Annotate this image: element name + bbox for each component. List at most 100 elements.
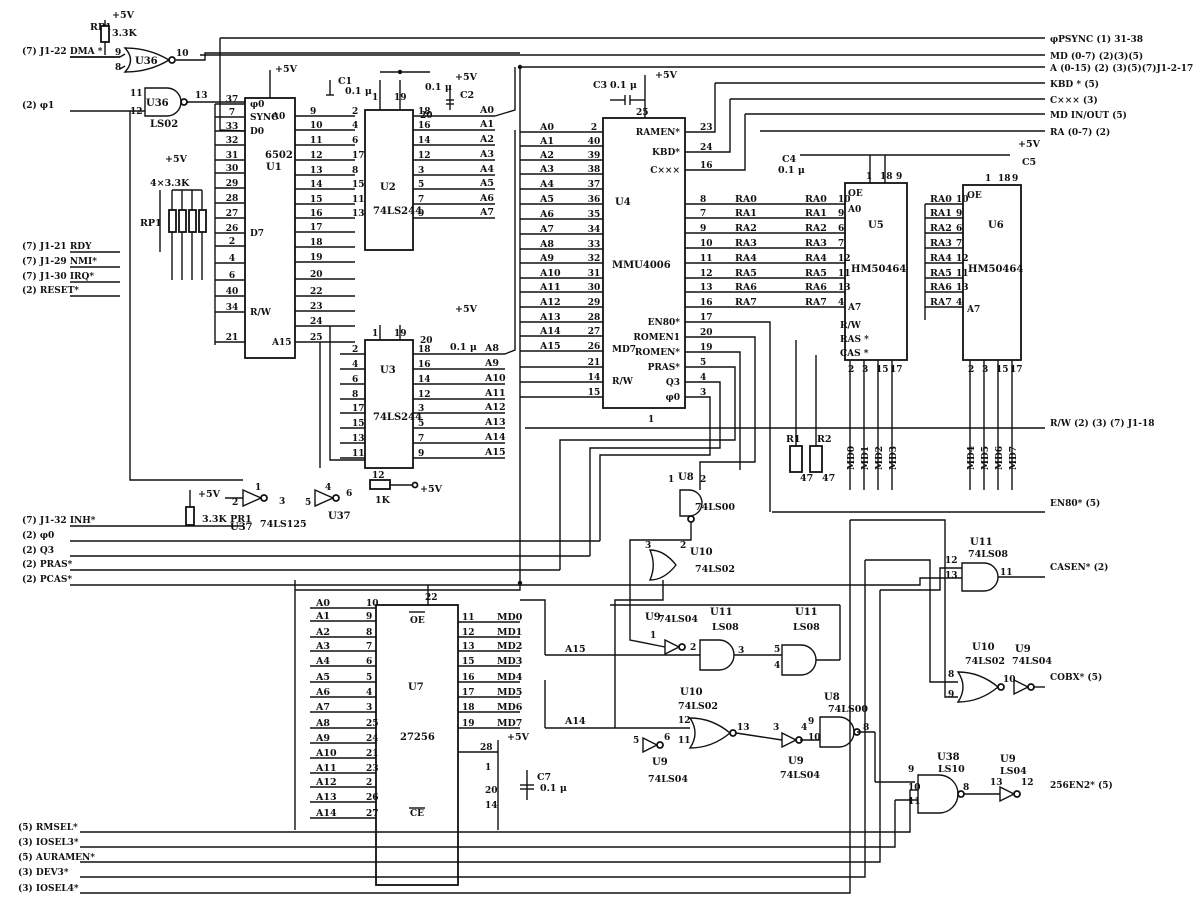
u7-pin-num: 23 bbox=[366, 764, 379, 774]
ra-label: RA0 bbox=[735, 194, 757, 205]
junction-dot bbox=[517, 64, 523, 70]
pin-label: 1 bbox=[866, 172, 872, 182]
input-label-1: (2) φ1 bbox=[22, 100, 54, 111]
u4-pin-num: 38 bbox=[588, 165, 601, 175]
u37-buffer-b bbox=[314, 488, 335, 508]
u1-5v: +5V bbox=[275, 64, 298, 75]
addr-label: A2 bbox=[539, 150, 554, 161]
u4-pin-num: 30 bbox=[588, 283, 601, 293]
u7-pin-num: 26 bbox=[366, 793, 379, 803]
pin-label: 1 bbox=[372, 93, 378, 103]
pin-label: 15 bbox=[352, 419, 365, 429]
pin-label: 3 bbox=[773, 723, 779, 733]
u7-pin-num: 21 bbox=[366, 749, 379, 759]
pin-label: 6 bbox=[838, 224, 844, 234]
wire bbox=[120, 577, 962, 586]
u1-pin-num: 37 bbox=[226, 95, 239, 105]
pin-label: 28 bbox=[480, 743, 493, 753]
addr-label: A6 bbox=[479, 193, 494, 204]
u1-pin-name: A0 bbox=[271, 112, 285, 122]
u9e-name: U9 bbox=[1000, 754, 1016, 765]
wire bbox=[629, 522, 692, 648]
u7-pin-num: 6 bbox=[366, 657, 372, 667]
addr-label: A13 bbox=[484, 417, 506, 428]
addr-label: A13 bbox=[315, 792, 337, 803]
input-label-7: (2) φ0 bbox=[22, 530, 54, 541]
u11-and-b bbox=[781, 644, 817, 676]
md-label: MD5 bbox=[981, 446, 991, 470]
u3-74ls244-body bbox=[364, 339, 414, 469]
u9b-part: 74LS04 bbox=[648, 774, 688, 785]
u1-pin-num: 24 bbox=[310, 317, 323, 327]
pin-label: 7 bbox=[838, 239, 844, 249]
ra-label: RA4 bbox=[805, 253, 827, 264]
pin-label: 4 bbox=[956, 298, 962, 308]
pin-label: CE bbox=[410, 809, 424, 819]
pin-label: 6 bbox=[352, 375, 358, 385]
u4-pin-num: 29 bbox=[588, 298, 601, 308]
md-label: MD7 bbox=[1009, 446, 1019, 470]
u7-pin-num: 5 bbox=[366, 673, 372, 683]
u10-nor bbox=[648, 549, 677, 581]
u4-pin-num: 39 bbox=[588, 151, 601, 161]
u8b-name: U8 bbox=[824, 692, 840, 703]
r2-resistor bbox=[809, 445, 823, 473]
addr-label: A0 bbox=[479, 105, 494, 116]
bus-label-0: φPSYNC (1) 31-38 bbox=[1050, 34, 1143, 45]
addr-label: A8 bbox=[484, 343, 499, 354]
pin-label: 9 bbox=[948, 690, 954, 700]
u9-part: 74LS04 bbox=[658, 614, 698, 625]
pin-label: 3 bbox=[738, 646, 744, 656]
u1-pin-name: R/W bbox=[250, 308, 272, 318]
pin-label: 11 bbox=[1000, 568, 1013, 578]
u1-pin-num: 18 bbox=[310, 238, 323, 248]
u7-pin-num: 9 bbox=[366, 612, 372, 622]
pin-label: 15 bbox=[996, 365, 1009, 375]
addr-label: A10 bbox=[484, 373, 506, 384]
pin-label: 11 bbox=[130, 89, 143, 99]
u6-name: U6 bbox=[988, 220, 1004, 231]
u1-pin-num: 16 bbox=[310, 209, 323, 219]
pr1-5v: +5V bbox=[198, 489, 221, 500]
inversion-bubble bbox=[1027, 683, 1035, 691]
u1-6502-body bbox=[244, 97, 296, 359]
pin-label: 13 bbox=[956, 283, 969, 293]
md-label: MD6 bbox=[497, 702, 523, 713]
u4-pin-num: 31 bbox=[588, 269, 601, 279]
bottom-input-2: (5) AURAMEN* bbox=[18, 852, 95, 863]
u4-5v: +5V bbox=[655, 70, 678, 81]
pin-label: 8 bbox=[352, 166, 358, 176]
u4-pin-name: φ0 bbox=[666, 393, 680, 403]
pin-label: 19 bbox=[394, 329, 407, 339]
r1-label: R1 bbox=[786, 434, 801, 445]
u1-pin-num: 30 bbox=[226, 164, 239, 174]
u9-name: U9 bbox=[645, 612, 661, 623]
addr-label: A1 bbox=[539, 136, 554, 147]
addr-label: A7 bbox=[315, 702, 330, 713]
ra-label: RA6 bbox=[735, 282, 757, 293]
pin-label: 15 bbox=[462, 657, 475, 667]
pin-label: 10 bbox=[1003, 675, 1016, 685]
pin-label: 3 bbox=[700, 388, 706, 398]
u36-nor-gate bbox=[123, 47, 171, 73]
ra-label: RA4 bbox=[930, 253, 952, 264]
u1-pin-num: 19 bbox=[310, 253, 323, 263]
wire bbox=[705, 83, 716, 133]
u2-74ls244-body bbox=[364, 109, 414, 251]
pin-label: 10 bbox=[838, 195, 851, 205]
pin-label: 11 bbox=[908, 797, 921, 807]
sync-wire bbox=[219, 38, 246, 132]
bus-label-4: C××× (3) bbox=[1050, 95, 1098, 106]
pin-label: 1 bbox=[372, 329, 378, 339]
addr-label: A6 bbox=[315, 687, 330, 698]
c2-5v: +5V bbox=[455, 72, 478, 83]
u11-name: U11 bbox=[710, 607, 733, 618]
u5-5v: +5V bbox=[1018, 139, 1041, 150]
u4-pin-num: 36 bbox=[588, 195, 601, 205]
pin-label: 11 bbox=[678, 736, 691, 746]
wire bbox=[865, 559, 958, 683]
ra-label: RA4 bbox=[735, 253, 757, 264]
c3-label: C3 bbox=[593, 80, 607, 91]
pin-label: OE bbox=[410, 616, 425, 626]
pin-label: 12 bbox=[1021, 778, 1034, 788]
